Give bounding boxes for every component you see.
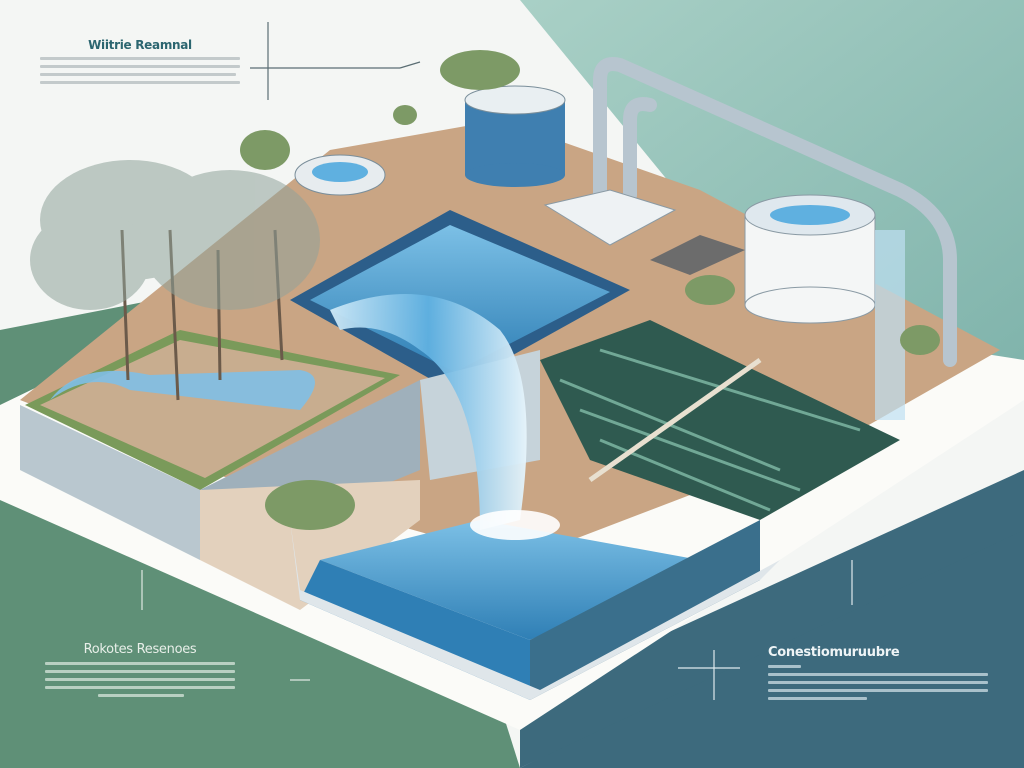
label-top-left-body (40, 57, 240, 84)
label-bottom-left-body (45, 662, 235, 697)
solar-panel (650, 235, 745, 275)
storage-tank-large (744, 194, 876, 324)
pipe-base (543, 189, 677, 246)
label-bottom-right-body (768, 665, 988, 700)
waterfall (330, 294, 527, 530)
label-bottom-right: Conestiomuruubre (768, 645, 988, 705)
tree-canopies (30, 160, 320, 310)
pipes (593, 57, 957, 367)
storage-tank-small (464, 85, 566, 187)
stream (50, 370, 315, 410)
label-bottom-left-title: Rokotes Resenoes (83, 642, 197, 657)
lower-pool (320, 520, 700, 640)
label-top-left: Wiitrie Reamnal (40, 38, 240, 89)
filter-beds (540, 320, 900, 520)
label-bottom-left: Rokotes Resenoes (45, 642, 235, 702)
label-bottom-right-title: Conestiomuruubre (768, 645, 900, 660)
label-top-left-title: Wiitrie Reamnal (88, 38, 192, 52)
left-basin-wall (20, 405, 200, 560)
shrubs (240, 50, 940, 530)
